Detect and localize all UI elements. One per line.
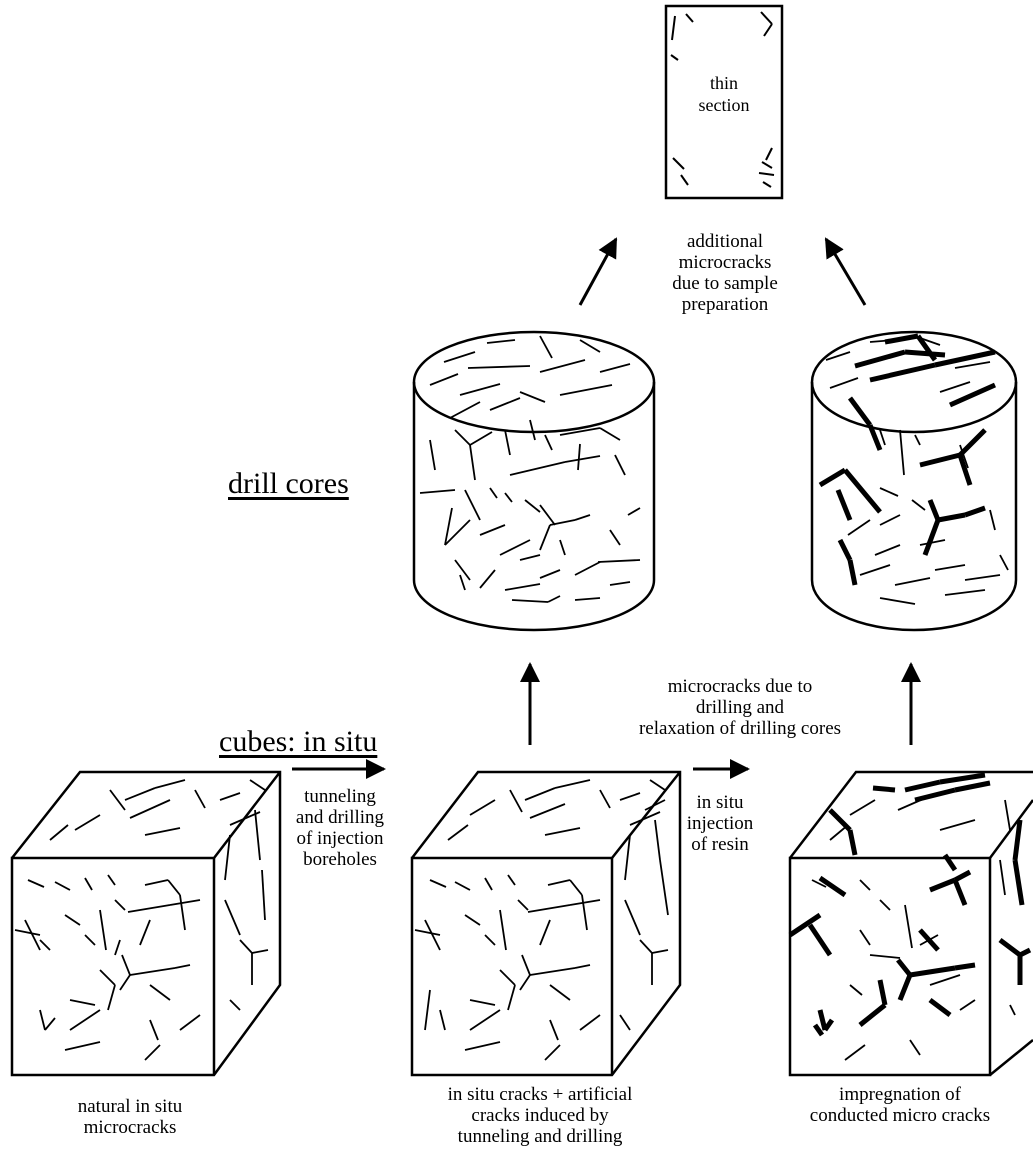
drilling-caption: microcracks due to drilling and relaxati… [638, 676, 842, 739]
cube-natural [10, 770, 282, 1077]
arrow-core-to-thin-right [824, 237, 867, 306]
heading-drill-cores: drill cores [228, 467, 349, 500]
tunneling-step-label: tunneling and drilling of injection bore… [295, 786, 385, 870]
impregnation-cube-caption: impregnation of conducted micro cracks [809, 1084, 991, 1126]
artificial-cube-caption: in situ cracks + artificial cracks induc… [447, 1084, 633, 1147]
drill-core-left [412, 330, 656, 632]
heading-cubes-in-situ: cubes: in situ [219, 725, 378, 758]
cube-impregnation [788, 770, 1033, 1077]
injection-step-label: in situ injection of resin [686, 792, 754, 855]
natural-cube-caption: natural in situ microcracks [77, 1096, 183, 1138]
thin-section [664, 4, 784, 200]
arrow-core-to-thin-left [578, 237, 618, 306]
drill-core-right [810, 330, 1018, 632]
sample-preparation-caption: additional microcracks due to sample pre… [672, 231, 778, 315]
cube-artificial [410, 770, 682, 1077]
thin-section-label: thin section [698, 73, 750, 115]
arrows [292, 237, 921, 779]
